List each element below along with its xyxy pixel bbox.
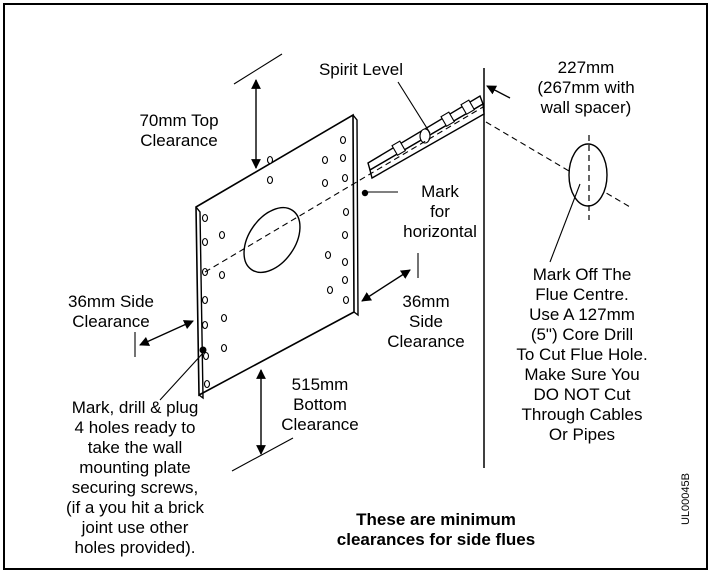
right-side-clearance-label: 36mm Side Clearance xyxy=(387,292,465,351)
diagram-frame xyxy=(3,3,708,570)
right-side-clearance-arrow xyxy=(361,269,411,302)
top-clearance-label: 70mm Top Clearance xyxy=(139,111,219,150)
flue-distance-arrow xyxy=(486,85,511,99)
spirit-level xyxy=(367,94,485,180)
left-side-clearance-arrow xyxy=(139,320,194,346)
horizontal-mark-dot xyxy=(361,189,369,197)
mounting-plate xyxy=(195,113,369,400)
flue-cutout xyxy=(243,206,301,274)
level-bubble xyxy=(419,128,431,144)
bottom-clearance-label: 515mm Bottom Clearance xyxy=(281,375,359,434)
mark-horizontal-label: Mark for horizontal xyxy=(403,182,477,241)
flue-instructions-label: Mark Off The Flue Centre. Use A 127mm (5… xyxy=(516,265,648,444)
drawing-code: UL00045B xyxy=(680,473,692,525)
horizontal-centre-line xyxy=(204,106,484,273)
drill-mark-dot xyxy=(199,346,207,354)
drill-instructions-label: Mark, drill & plug 4 holes ready to take… xyxy=(66,398,204,557)
top-clearance-ext-line xyxy=(233,53,283,85)
bottom-clearance-ext-line xyxy=(231,437,294,472)
minimum-clearances-note: These are minimum clearances for side fl… xyxy=(336,510,536,549)
spirit-level-label: Spirit Level xyxy=(318,60,404,79)
flue-projection-line xyxy=(485,121,631,208)
spirit-level-leader xyxy=(397,81,431,134)
flue-distance-label: 227mm (267mm with wall spacer) xyxy=(537,58,635,117)
drill-mark-leader xyxy=(159,352,204,401)
plate-holes xyxy=(201,135,350,389)
left-side-clearance-label: 36mm Side Clearance xyxy=(68,292,154,331)
flue-instructions-leader xyxy=(549,183,581,263)
flue-hole-mark xyxy=(568,143,608,207)
